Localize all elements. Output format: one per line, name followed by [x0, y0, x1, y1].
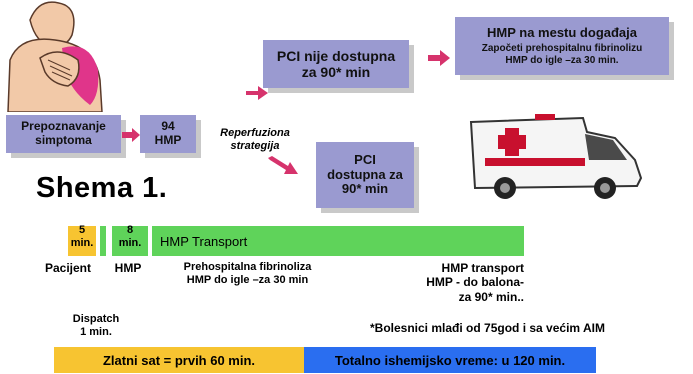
- golden-hour-label: Zlatni sat = prvih 60 min.: [102, 352, 256, 368]
- label-prehospital-fibrinolysis: Prehospitalna fibrinoliza HMP do igle –z…: [183, 261, 312, 287]
- hmp-scene-title: HMP na mestu događaja: [486, 24, 637, 40]
- total-ischemic-label: Totalno ishemijsko vreme: u 120 min.: [334, 352, 566, 368]
- total-ischemic-bar: Totalno ishemijsko vreme: u 120 min.: [304, 347, 596, 373]
- timeline-segment-dispatch: [100, 226, 106, 256]
- timeline-segment-hmp-label: 8 min.: [118, 224, 142, 250]
- call-94-box: 94 HMP: [140, 115, 196, 153]
- hmp-scene-subtitle: Započeti prehospitalnu fibrinolizu HMP d…: [481, 43, 643, 66]
- reperfusion-strategy-label: Reperfuziona strategija: [220, 127, 290, 153]
- ambulance-illustration: [469, 114, 643, 199]
- footnote: *Bolesnici mlađi od 75god i sa većim AIM: [370, 321, 605, 335]
- timeline-segment-hmp: [112, 226, 148, 256]
- arrow-recognize-to-call: [122, 128, 140, 142]
- timeline-segment-patient: [68, 226, 96, 256]
- timeline-segment-transport: [152, 226, 524, 256]
- label-hmp: HMP: [114, 261, 142, 275]
- timeline-segment-transport-label: HMP Transport: [160, 234, 248, 249]
- timeline-segment-patient-label: 5 min.: [70, 224, 94, 250]
- label-dispatch: Dispatch 1 min.: [72, 313, 120, 339]
- pci-unavailable-box: PCI nije dostupna za 90* min: [263, 40, 409, 88]
- arrow-to-pci-unavailable: [246, 86, 268, 100]
- arrow-to-pci-available: [268, 156, 298, 174]
- arrow-to-hmp-scene: [428, 50, 450, 66]
- chest-pain-person-illustration: [0, 0, 110, 112]
- label-hmp-transport: HMP transport HMP - do balona- za 90* mi…: [426, 261, 524, 304]
- hmp-scene-box: HMP na mestu događaja Započeti prehospit…: [455, 17, 669, 75]
- pci-available-box: PCI dostupna za 90* min: [316, 142, 414, 208]
- page-title: Shema 1.: [36, 172, 168, 204]
- label-patient: Pacijent: [44, 261, 92, 275]
- recognize-symptoms-box: Prepoznavanje simptoma: [6, 115, 121, 153]
- golden-hour-bar: Zlatni sat = prvih 60 min.: [54, 347, 304, 373]
